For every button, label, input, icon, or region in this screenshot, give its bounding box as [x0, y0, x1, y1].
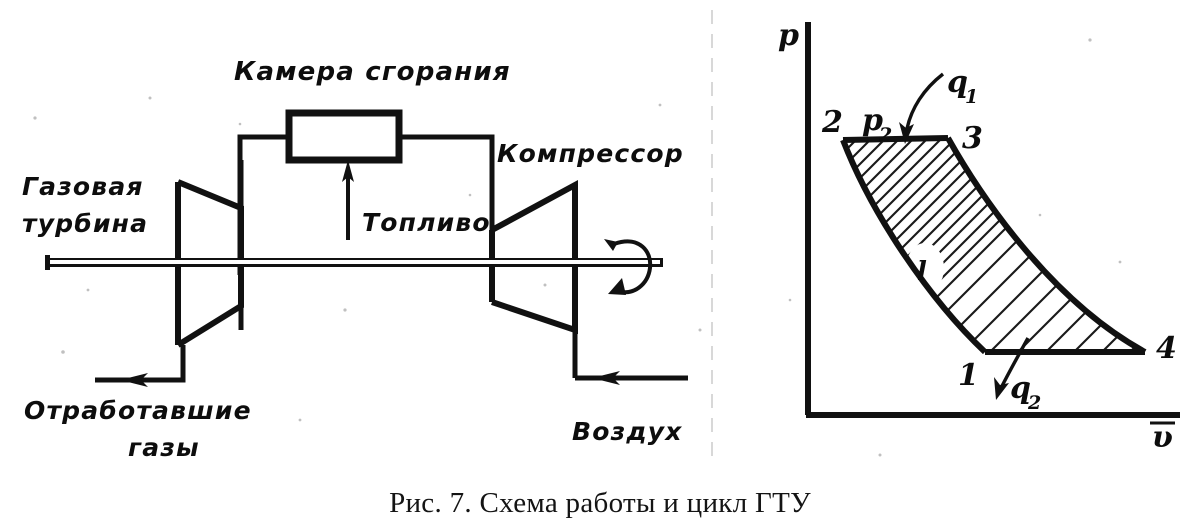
pv-label-p2-base: p	[862, 103, 883, 138]
label-combustion-chamber: Камера сгорания	[234, 57, 511, 87]
q1-leader-arrow	[899, 72, 945, 144]
pv-label-q1: q 1	[947, 65, 978, 108]
label-compressor: Компрессор	[497, 139, 684, 168]
pv-point-4-label: 4	[1156, 331, 1177, 366]
gas-turbine-body	[176, 179, 244, 348]
plant-schematic: Камера сгорания Газовая турбина Компресс…	[22, 57, 688, 462]
air-arrowhead	[592, 371, 620, 385]
pv-point-2-label: 2	[821, 105, 843, 140]
label-air: Воздух	[572, 417, 683, 446]
figure-caption: Рис. 7. Схема работы и цикл ГТУ	[389, 487, 811, 519]
pv-label-q2-base: q	[1010, 371, 1031, 406]
shaft-rotation-arrow	[604, 239, 653, 295]
label-gas-turbine-line2: турбина	[22, 209, 148, 238]
label-exhaust-line2: газы	[128, 433, 200, 462]
pv-label-q1-subscript: 1	[965, 86, 978, 108]
process-3-4-adiabatic-expansion	[945, 136, 1147, 355]
pv-ylabel-pressure: p	[778, 18, 799, 53]
pv-label-q2: q 2	[1010, 371, 1041, 414]
exhaust-arrowhead	[120, 373, 148, 387]
compressor-body	[490, 179, 578, 335]
pv-point-1-label: 1	[958, 358, 979, 393]
pv-label-q1-base: q	[947, 65, 968, 100]
process-2-3-isobaric-heat-addition	[842, 135, 949, 143]
fuel-arrow	[342, 160, 354, 240]
label-fuel: Топливо	[362, 208, 491, 237]
main-shaft	[45, 255, 663, 270]
duct-compressor-to-chamber	[399, 134, 495, 270]
pv-label-work-l: l	[917, 257, 927, 287]
scan-noise	[33, 38, 1122, 457]
q2-leader-arrow	[994, 337, 1030, 400]
pv-label-q2-subscript: 2	[1027, 392, 1041, 414]
pv-xlabel-volume: υ	[1152, 420, 1173, 455]
pv-point-3-label: 3	[962, 121, 983, 156]
label-exhaust-line1: Отработавшие	[24, 396, 252, 425]
pv-label-p2-subscript: 2	[878, 124, 892, 146]
pv-label-p2: p 2	[862, 103, 892, 146]
label-gas-turbine-line1: Газовая	[22, 172, 144, 201]
process-1-2-adiabatic-compression	[840, 138, 988, 355]
pv-cycle-diagram: p υ 2 3 1 4 p 2 q 1 q 2 l	[778, 18, 1180, 455]
cycle-work-hatching	[843, 138, 1145, 352]
